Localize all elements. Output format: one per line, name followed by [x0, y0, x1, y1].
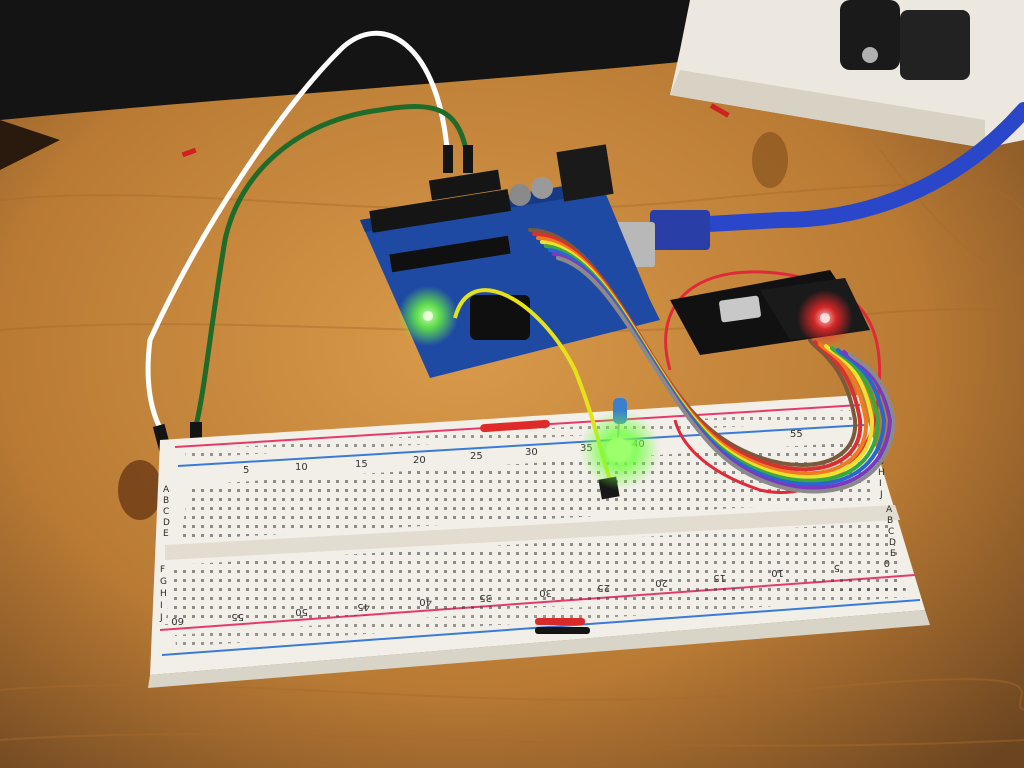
row-letter: E — [163, 529, 169, 539]
column-number: 15 — [713, 572, 726, 583]
center-channel — [165, 505, 900, 560]
wood-knot — [118, 460, 162, 520]
column-number: 50 — [295, 606, 308, 617]
crystal — [719, 295, 761, 323]
column-number: 55 — [231, 611, 244, 622]
column-number: 15 — [355, 459, 368, 470]
row-letter: H — [878, 468, 885, 478]
power-jack — [556, 144, 614, 202]
wood-knot — [752, 132, 788, 188]
column-number: 35 — [479, 592, 492, 603]
column-number: 5 — [834, 562, 840, 573]
dark-background — [0, 0, 740, 120]
column-number: 60 — [171, 615, 184, 626]
black-jumper — [535, 627, 590, 634]
column-number: 10 — [771, 567, 784, 578]
row-letter: J — [159, 613, 163, 623]
hole-grid-bottom — [165, 522, 905, 625]
row-letter: J — [879, 490, 883, 500]
white-enclosure — [670, 0, 1024, 148]
row-letters-left: A B C D E F G H I J — [159, 485, 170, 623]
row-letter: C — [888, 527, 894, 537]
row-letter: D — [163, 518, 170, 528]
row-letter: B — [887, 516, 893, 526]
bottom-column-numbers: 60 55 50 45 40 35 30 25 20 15 10 5 0 — [171, 557, 890, 626]
capacitor — [509, 184, 531, 206]
column-number: 45 — [357, 601, 370, 612]
white-jumper-wire — [145, 30, 451, 434]
green-jumper-wire — [192, 104, 471, 431]
red-debris — [709, 103, 730, 118]
chip — [389, 235, 511, 273]
microcontroller — [470, 295, 530, 340]
arduino-power-led — [423, 311, 433, 321]
rail-holes — [185, 410, 852, 458]
header-pins — [428, 169, 502, 201]
capacitor — [531, 177, 553, 199]
hole-grid-top — [180, 442, 875, 540]
row-letter: A — [886, 505, 893, 515]
row-letter: I — [879, 479, 882, 489]
column-number: 40 — [419, 596, 432, 607]
rainbow-ribbon-cable — [528, 228, 897, 494]
wire-connector — [443, 145, 453, 173]
column-number: 30 — [525, 447, 538, 458]
row-letter: E — [890, 549, 896, 559]
column-number: 20 — [655, 577, 668, 588]
row-letter: C — [163, 507, 169, 517]
red-jumper — [480, 419, 550, 433]
green-led — [606, 438, 630, 462]
row-letter: A — [163, 485, 170, 495]
black-socket — [900, 10, 970, 80]
row-letter: F — [160, 565, 165, 575]
red-jumper — [535, 618, 585, 625]
screw — [862, 47, 878, 63]
rail-holes — [175, 585, 908, 647]
row-letter: D — [889, 538, 896, 548]
row-letter: H — [160, 589, 167, 599]
wire-connector — [463, 145, 473, 173]
rail-blue-line — [177, 424, 866, 467]
column-number: 25 — [470, 451, 483, 462]
usb-plug-housing — [650, 210, 710, 250]
red-led — [820, 313, 830, 323]
red-debris — [181, 147, 197, 158]
usb-cable — [682, 102, 1024, 233]
column-number: 30 — [539, 587, 552, 598]
column-number: 5 — [243, 465, 249, 476]
column-number: 0 — [884, 557, 890, 568]
column-number: 55 — [790, 429, 803, 440]
black-socket — [840, 0, 900, 70]
column-number: 20 — [413, 455, 426, 466]
row-letter: B — [163, 496, 169, 506]
row-letter: G — [160, 577, 167, 587]
column-number: 25 — [597, 582, 610, 593]
row-letter: I — [160, 601, 163, 611]
column-number: 10 — [295, 462, 308, 473]
header-pins — [369, 189, 512, 233]
dark-object-left — [0, 120, 60, 170]
